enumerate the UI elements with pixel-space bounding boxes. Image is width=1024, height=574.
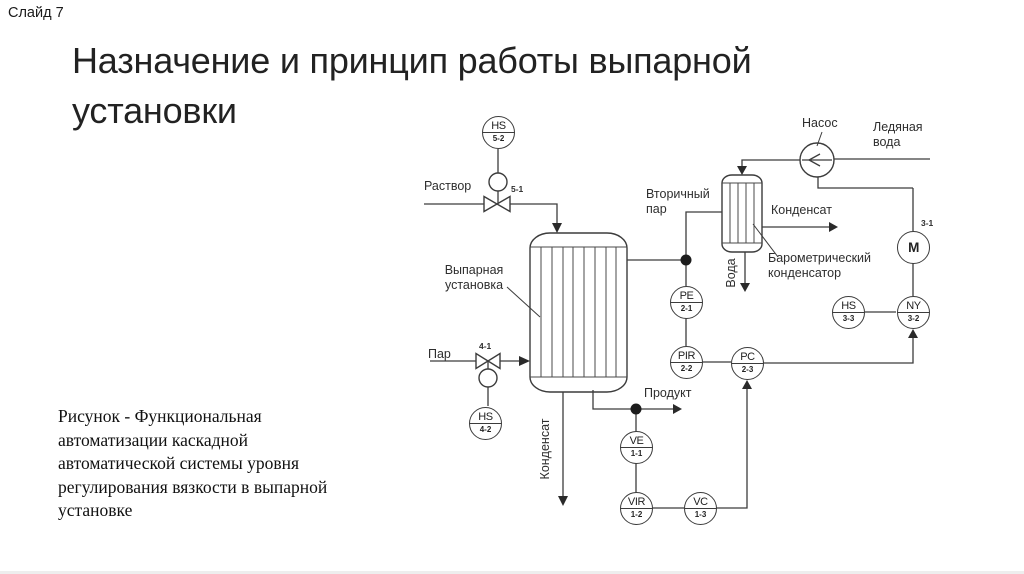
instrument-hs-3-3: HS 3-3	[832, 296, 865, 329]
secondary-vapor-line2: пар	[646, 201, 667, 216]
slide-number-label: Слайд 7	[8, 5, 64, 21]
instrument-tag: 2-2	[680, 364, 693, 374]
instrument-letters: VIR	[621, 493, 652, 510]
slide-title-line2: установки	[72, 90, 237, 131]
instrument-pir-2-2: PIR 2-2	[670, 346, 703, 379]
product-junction-dot	[630, 403, 642, 415]
valve-tag-4-1: 4-1	[479, 341, 492, 351]
instrument-letters: HS	[483, 117, 514, 134]
evaporator-vessel	[529, 232, 628, 393]
instrument-pc-2-3: PC 2-3	[731, 347, 764, 380]
stream-label-ice-water: Ледяная вода	[873, 120, 923, 149]
stream-label-steam: Пар	[428, 347, 451, 361]
flow-arrows	[519, 166, 918, 506]
stream-label-condensate-right: Конденсат	[771, 203, 832, 217]
instrument-tag: 1-2	[630, 510, 643, 520]
condenser-label-line1: Барометрический	[768, 251, 871, 265]
instrument-letters: NY	[898, 297, 929, 314]
instrument-tag: 4-2	[479, 425, 492, 435]
vapor-junction-dot	[680, 254, 692, 266]
caption-line: автоматизации каскадной	[58, 429, 249, 450]
figure-caption: Рисунок - Функциональная автоматизации к…	[58, 405, 327, 523]
slide-title-line1: Назначение и принцип работы выпарной	[72, 40, 752, 81]
annotation-pointers	[506, 131, 823, 318]
instrument-vir-1-2: VIR 1-2	[620, 492, 653, 525]
slide-bottom-edge	[0, 571, 1024, 574]
barometric-condenser-vessel	[721, 174, 763, 253]
caption-line: установке	[58, 500, 133, 520]
stream-label-solution: Раствор	[424, 179, 472, 193]
valve-tag-5-1: 5-1	[511, 184, 524, 194]
ice-water-line2: вода	[873, 134, 901, 149]
slide-title: Назначение и принцип работы выпарной уст…	[72, 36, 752, 136]
evaporator-label-line1: Выпарная	[444, 263, 504, 277]
instrument-letters: HS	[470, 408, 501, 425]
instrument-letters: PC	[732, 348, 763, 365]
instrument-tag: 1-3	[694, 510, 707, 520]
instrument-tag: 5-2	[492, 134, 505, 144]
instrument-letters: VC	[685, 493, 716, 510]
instrument-tag: 2-1	[680, 304, 693, 314]
secondary-vapor-line1: Вторичный	[646, 187, 710, 201]
instrument-letters: PE	[671, 287, 702, 304]
instrument-vc-1-3: VC 1-3	[684, 492, 717, 525]
control-valve-5-1	[483, 172, 511, 213]
instrument-ny-3-2: NY 3-2	[897, 296, 930, 329]
instrument-tag: 1-1	[630, 449, 643, 459]
ice-water-line1: Ледяная	[873, 120, 923, 134]
instrument-letters: PIR	[671, 347, 702, 364]
instrument-letters: VE	[621, 432, 652, 449]
stream-label-secondary-vapor: Вторичный пар	[646, 187, 710, 216]
motor-tag: 3-1	[921, 218, 934, 228]
instrument-pe-2-1: PE 2-1	[670, 286, 703, 319]
motor-symbol: M	[897, 231, 930, 264]
instrument-hs-4-2: HS 4-2	[469, 407, 502, 440]
evaporator-label-line2: установка	[444, 277, 504, 292]
equipment-label-condenser: Барометрический конденсатор	[768, 251, 871, 280]
instrument-tag: 3-3	[842, 314, 855, 324]
instrument-tag: 2-3	[741, 365, 754, 375]
control-valve-4-1	[475, 352, 501, 388]
equipment-label-evaporator: Выпарная установка	[437, 263, 511, 292]
instrument-tag: 3-2	[907, 314, 920, 324]
caption-line: автоматической системы уровня	[58, 453, 300, 473]
caption-line: Рисунок - Функциональная	[58, 406, 262, 426]
instrument-ve-1-1: VE 1-1	[620, 431, 653, 464]
stream-label-product: Продукт	[644, 386, 692, 400]
instrument-letters: HS	[833, 297, 864, 314]
caption-line: регулирования вязкости в выпарной	[58, 476, 328, 497]
process-lines	[424, 149, 930, 509]
pump-symbol	[799, 142, 835, 178]
condenser-label-line2: конденсатор	[768, 265, 842, 280]
equipment-label-pump: Насос	[802, 116, 838, 130]
motor-letter: M	[908, 240, 919, 255]
instrument-hs-5-2: HS 5-2	[482, 116, 515, 149]
